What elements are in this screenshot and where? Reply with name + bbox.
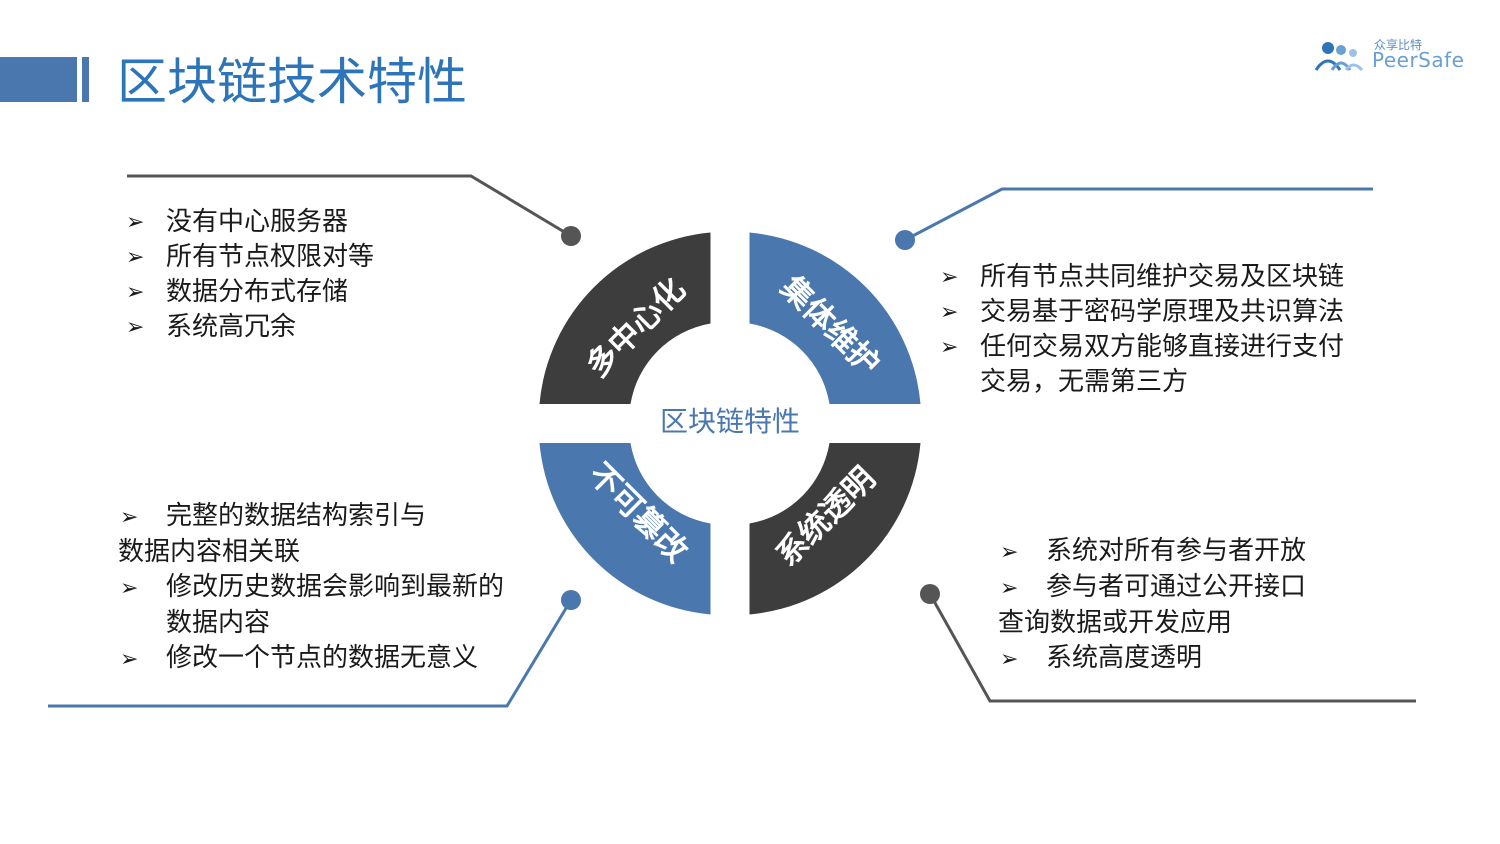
list-item-continuation: 查询数据或开发应用 bbox=[998, 608, 1233, 638]
connector-dot-top-left bbox=[561, 226, 581, 246]
arrow-bullet-icon: ➢ bbox=[126, 315, 145, 340]
list-item: ➢所有节点权限对等 bbox=[120, 240, 374, 275]
arrow-bullet-icon: ➢ bbox=[940, 300, 959, 325]
list-top-left: ➢没有中心服务器 ➢所有节点权限对等 ➢数据分布式存储 ➢系统高冗余 bbox=[120, 205, 374, 345]
list-item: ➢系统高度透明 bbox=[998, 641, 1306, 677]
arrow-bullet-icon: ➢ bbox=[120, 647, 139, 672]
list-item: ➢所有节点共同维护交易及区块链 bbox=[934, 260, 1344, 295]
connector-top-left bbox=[127, 174, 572, 238]
connector-dot-bottom-right bbox=[920, 584, 940, 604]
connector-bottom-left bbox=[48, 599, 573, 708]
list-top-right: ➢所有节点共同维护交易及区块链 ➢交易基于密码学原理及共识算法 ➢任何交易双方能… bbox=[934, 260, 1344, 400]
list-item: ➢参与者可通过公开接口 bbox=[998, 570, 1306, 606]
segment-top-right bbox=[749, 232, 921, 404]
arrow-bullet-icon: ➢ bbox=[120, 576, 139, 601]
header-accent-bar bbox=[0, 57, 77, 102]
list-item: ➢数据分布式存储 bbox=[120, 275, 374, 310]
list-item-continuation: 交易，无需第三方 bbox=[980, 367, 1189, 397]
company-logo: 众享比特 PeerSafe bbox=[1310, 36, 1470, 76]
arrow-bullet-icon: ➢ bbox=[1000, 576, 1019, 601]
list-item: ➢完整的数据结构索引与 bbox=[118, 499, 504, 535]
page-title: 区块链技术特性 bbox=[117, 53, 467, 111]
list-bottom-left: ➢完整的数据结构索引与 数据内容相关联 ➢修改历史数据会影响到最新的 数据内容 … bbox=[118, 499, 504, 677]
arrow-bullet-icon: ➢ bbox=[940, 265, 959, 290]
arrow-bullet-icon: ➢ bbox=[1000, 540, 1019, 565]
arrow-bullet-icon: ➢ bbox=[126, 280, 145, 305]
segment-bottom-right bbox=[749, 443, 921, 615]
arrow-bullet-icon: ➢ bbox=[126, 210, 145, 235]
list-item: ➢系统对所有参与者开放 bbox=[998, 534, 1306, 570]
connector-dot-bottom-left bbox=[561, 590, 581, 610]
list-item-continuation: 数据内容 bbox=[166, 608, 271, 638]
connector-bottom-right bbox=[928, 593, 1416, 703]
segment-top-left bbox=[539, 232, 711, 404]
connector-top-right bbox=[904, 187, 1373, 242]
logo-chinese-text: 众享比特 bbox=[1374, 38, 1423, 52]
list-item-continuation: 数据内容相关联 bbox=[118, 537, 301, 567]
arrow-bullet-icon: ➢ bbox=[126, 245, 145, 270]
list-item: ➢交易基于密码学原理及共识算法 bbox=[934, 295, 1344, 330]
arrow-bullet-icon: ➢ bbox=[1000, 647, 1019, 672]
people-icon bbox=[1314, 42, 1364, 72]
list-item: ➢没有中心服务器 bbox=[120, 205, 374, 240]
logo-english-text: PeerSafe bbox=[1372, 48, 1465, 72]
list-item: ➢系统高冗余 bbox=[120, 310, 374, 345]
list-item: ➢修改一个节点的数据无意义 bbox=[118, 641, 504, 677]
connector-dot-top-right bbox=[895, 230, 915, 250]
list-item: ➢任何交易双方能够直接进行支付 bbox=[934, 330, 1344, 365]
list-item: ➢修改历史数据会影响到最新的 bbox=[118, 570, 504, 606]
header-accent-tick bbox=[82, 57, 89, 102]
list-bottom-right: ➢系统对所有参与者开放 ➢参与者可通过公开接口 查询数据或开发应用 ➢系统高度透… bbox=[998, 534, 1306, 677]
arrow-bullet-icon: ➢ bbox=[940, 335, 959, 360]
segment-bottom-left bbox=[539, 443, 711, 615]
center-label: 区块链特性 bbox=[659, 405, 800, 438]
arrow-bullet-icon: ➢ bbox=[120, 505, 139, 530]
